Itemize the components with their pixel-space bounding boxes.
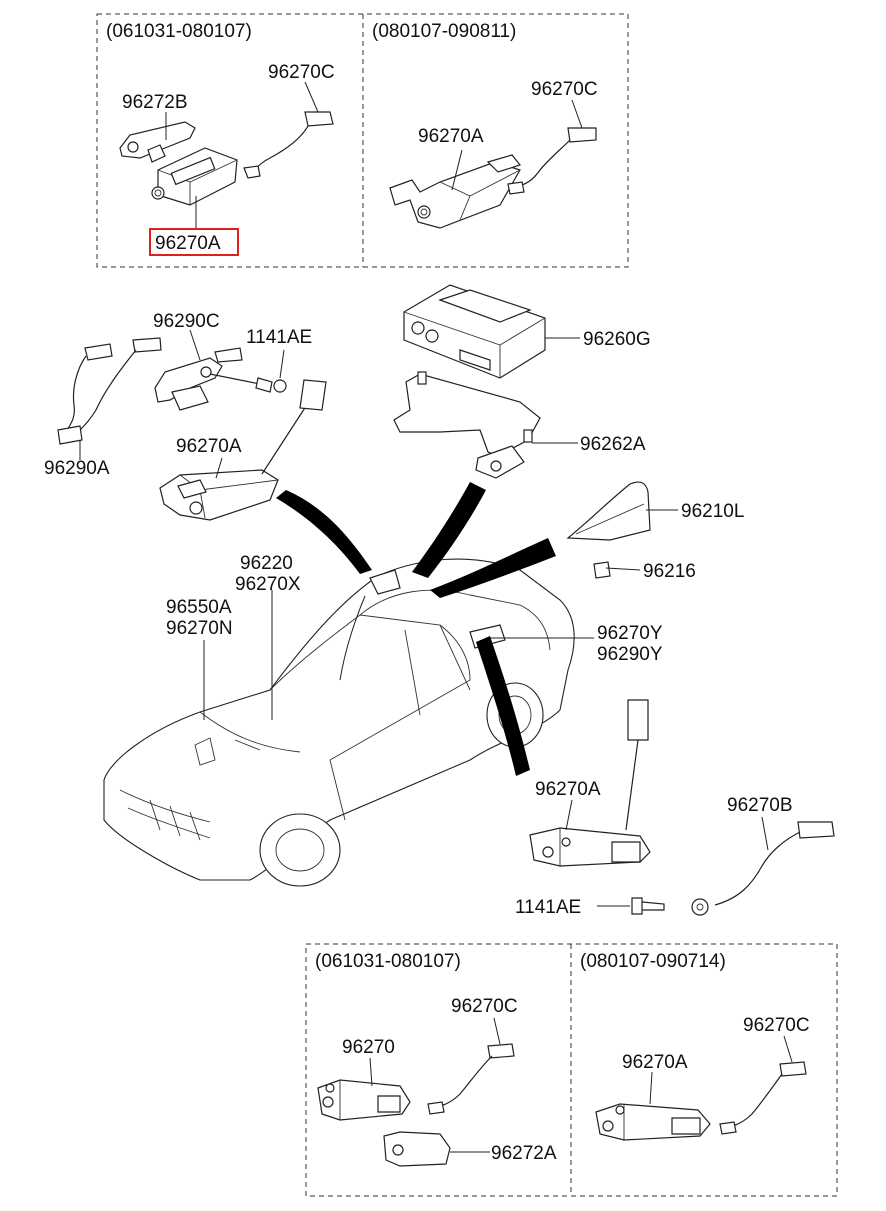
label-96262A: 96262A [580, 434, 646, 455]
screw-1141AE-lower [597, 897, 665, 915]
label-96210L: 96210L [681, 501, 744, 522]
label-96290C: 96290C [153, 311, 220, 332]
bottom-right-antenna-parts [595, 1035, 807, 1141]
label-96270A-middle: 96270A [176, 436, 242, 457]
receiver-96260G [403, 284, 580, 379]
label-96270C-bottom-right: 96270C [743, 1015, 810, 1036]
pointer-arrow-3 [430, 538, 556, 598]
bottom-left-antenna-parts [317, 1017, 515, 1167]
label-96270C-bottom-left: 96270C [451, 996, 518, 1017]
label-96270Y: 96270Y [597, 623, 663, 644]
label-96550A: 96550A [166, 597, 232, 618]
label-96272A: 96272A [491, 1143, 557, 1164]
label-96216: 96216 [643, 561, 696, 582]
top-variant-box: (061031-080107) (080107-090811) 96270C [96, 13, 629, 268]
bottom-right-period: (080107-090714) [580, 951, 726, 972]
label-96270C-top-right: 96270C [531, 79, 598, 100]
bracket-96290C [154, 329, 287, 411]
pointer-arrow-2 [412, 482, 486, 578]
label-96220: 96220 [240, 553, 293, 574]
module-96270A-lower [529, 699, 651, 867]
label-1141AE-lower: 1141AE [515, 897, 581, 918]
label-96290A: 96290A [44, 458, 110, 479]
label-96270A-lower: 96270A [535, 779, 601, 800]
top-right-antenna-parts [389, 99, 597, 229]
highlight-box-96270A [149, 228, 239, 256]
pointer-arrow-1 [276, 490, 372, 574]
label-96270A-highlighted: 96270A [155, 233, 221, 254]
label-96290Y: 96290Y [597, 644, 663, 665]
label-96260G: 96260G [583, 329, 651, 350]
label-96270C-top-left: 96270C [268, 62, 335, 83]
shark-fin-antenna-96210L [566, 481, 678, 579]
cable-96270B [691, 816, 835, 916]
label-96270N: 96270N [166, 618, 233, 639]
bottom-variant-box: (061031-080107) (080107-090714) 96270C 9… [305, 943, 838, 1197]
top-right-period: (080107-090811) [372, 21, 516, 42]
top-left-period: (061031-080107) [106, 21, 252, 42]
bracket-96262A [393, 371, 578, 479]
top-left-antenna-parts [119, 81, 334, 230]
label-96270X: 96270X [235, 574, 301, 595]
label-96270A-top-right: 96270A [418, 126, 484, 147]
label-96270-bottom-left: 96270 [342, 1037, 395, 1058]
label-96270B: 96270B [727, 795, 793, 816]
harness-96290A [57, 337, 162, 460]
label-96272B: 96272B [122, 92, 188, 113]
label-1141AE-middle: 1141AE [246, 327, 312, 348]
label-96270A-bottom-right: 96270A [622, 1052, 688, 1073]
module-96270A-middle [159, 379, 327, 521]
bottom-left-period: (061031-080107) [315, 951, 461, 972]
pointer-arrow-4 [476, 636, 530, 776]
